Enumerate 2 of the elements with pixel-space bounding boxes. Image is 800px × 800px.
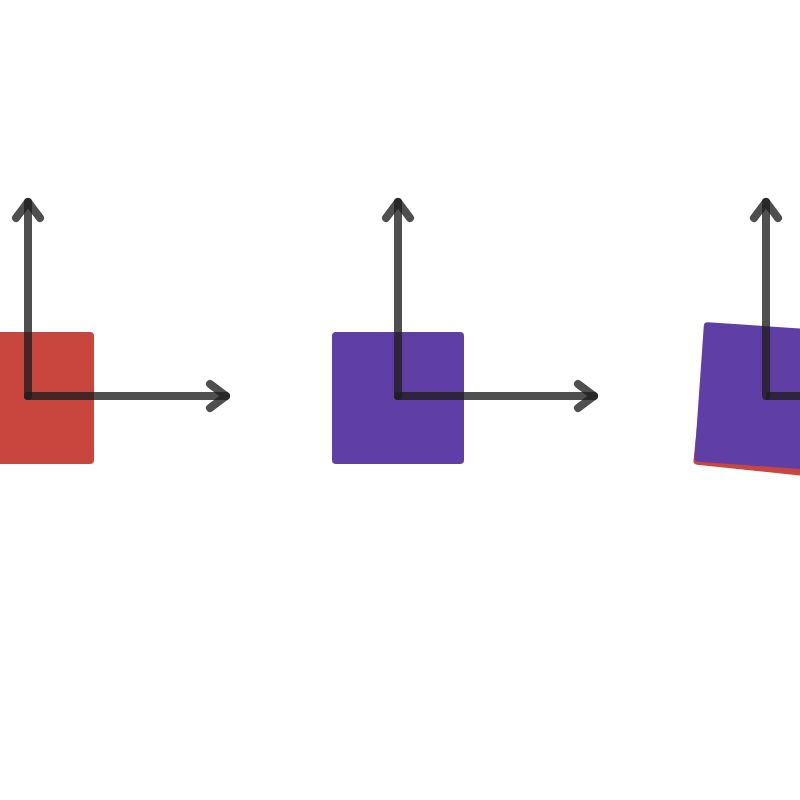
square [332,332,464,464]
square [0,332,94,464]
